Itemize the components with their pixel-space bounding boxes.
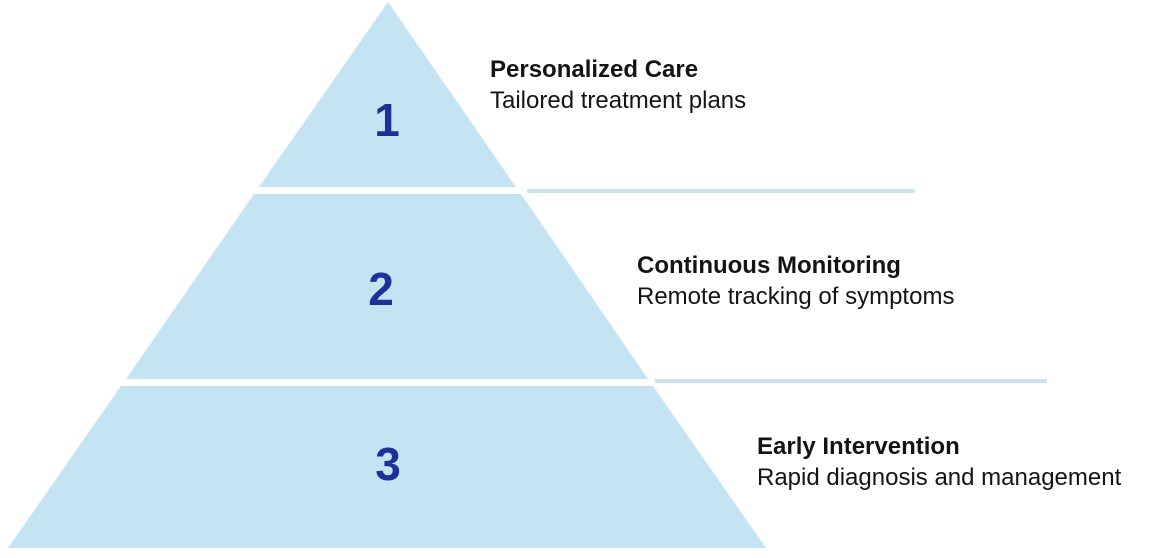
tier-1-label-block: Personalized Care Tailored treatment pla… xyxy=(490,54,746,116)
tier-2-number: 2 xyxy=(368,263,394,315)
pyramid-tier-3-shape xyxy=(8,386,766,548)
tier-3-label-block: Early Intervention Rapid diagnosis and m… xyxy=(757,431,1121,493)
tier-2-subtitle: Remote tracking of symptoms xyxy=(637,283,955,310)
tier-2-title: Continuous Monitoring xyxy=(637,252,901,279)
pyramid-tier-2-shape xyxy=(126,194,648,379)
pyramid-tier-1-shape xyxy=(259,2,516,187)
tier-2-label-block: Continuous Monitoring Remote tracking of… xyxy=(637,250,954,312)
tier-3-title: Early Intervention xyxy=(757,433,960,460)
tier-1-subtitle: Tailored treatment plans xyxy=(490,87,747,114)
leader-line-tier-2-3 xyxy=(655,379,1047,383)
tier-3-number: 3 xyxy=(375,438,401,490)
tier-1-title: Personalized Care xyxy=(490,56,699,83)
tier-1-number: 1 xyxy=(374,94,400,146)
leader-line-tier-1-2 xyxy=(527,189,915,193)
tier-3-subtitle: Rapid diagnosis and management xyxy=(757,464,1122,491)
